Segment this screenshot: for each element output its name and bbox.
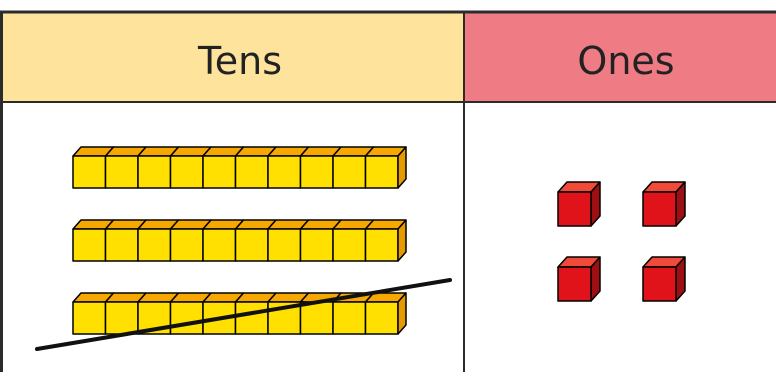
rod-unit-front (234, 301, 269, 335)
unit-cube (642, 256, 686, 302)
rod-unit-front (104, 301, 139, 335)
rod-end-side (397, 146, 407, 189)
cube-front (642, 191, 677, 227)
rod-unit-front (364, 228, 399, 262)
rod-unit-front (364, 301, 399, 335)
rod-unit-front (202, 228, 237, 262)
cube-front (557, 266, 592, 302)
ones-header-cell (464, 12, 776, 102)
rod-unit-front (72, 155, 107, 189)
rod-unit-front (267, 228, 302, 262)
tens-rod (72, 146, 407, 189)
tens-rods-group (72, 146, 407, 335)
rod-unit-front (169, 301, 204, 335)
tens-header-label: Tens (197, 39, 282, 83)
rod-unit-front (169, 155, 204, 189)
tens-rod (72, 219, 407, 262)
rod-unit-front (332, 155, 367, 189)
unit-cube (557, 256, 601, 302)
unit-cube (557, 181, 601, 227)
rod-unit-front (137, 155, 172, 189)
rod-unit-front (299, 301, 334, 335)
rod-unit-front (299, 228, 334, 262)
rod-unit-front (364, 155, 399, 189)
rod-unit-front (104, 155, 139, 189)
cube-front (642, 266, 677, 302)
ones-cubes-group (557, 181, 686, 302)
rod-unit-front (104, 228, 139, 262)
rod-unit-front (332, 301, 367, 335)
cross-out-line (35, 278, 452, 351)
rod-unit-front (72, 301, 107, 335)
cube-front (557, 191, 592, 227)
rod-unit-front (72, 228, 107, 262)
rod-unit-front (169, 228, 204, 262)
rod-unit-front (299, 155, 334, 189)
rod-unit-front (137, 228, 172, 262)
ones-header-label: Ones (577, 39, 674, 83)
rod-unit-front (234, 155, 269, 189)
table-grid (0, 10, 776, 372)
rod-unit-front (267, 155, 302, 189)
tens-header-cell (0, 12, 464, 102)
rod-end-side (397, 292, 407, 335)
rod-unit-front (202, 155, 237, 189)
unit-cube (642, 181, 686, 227)
rod-end-side (397, 219, 407, 262)
rod-unit-front (332, 228, 367, 262)
rod-unit-front (234, 228, 269, 262)
